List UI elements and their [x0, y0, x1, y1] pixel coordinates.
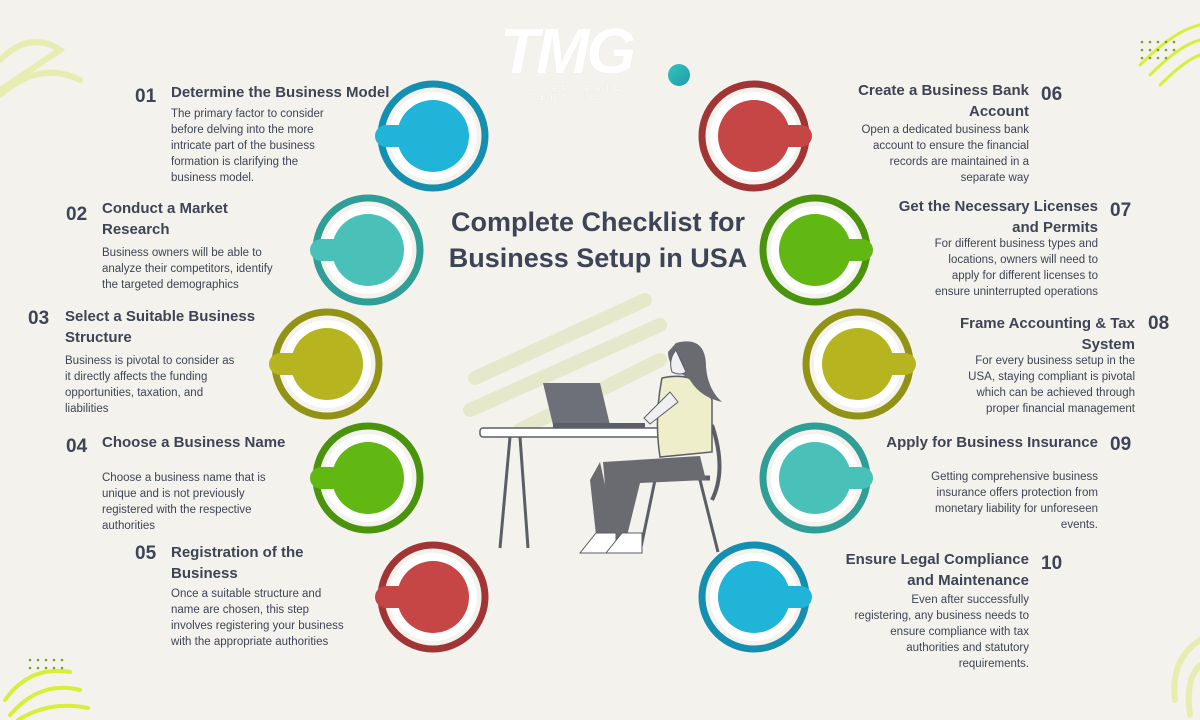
logo-wordmark: TMG	[500, 15, 636, 87]
step-marker-03	[269, 308, 383, 420]
step-number-06: 06	[1041, 84, 1063, 105]
title-line-2: Business Setup in USA	[448, 243, 748, 273]
title-line-1: Complete Checklist for	[450, 207, 746, 237]
step-marker-08	[802, 308, 916, 420]
step-marker-04	[310, 422, 424, 534]
step-marker-01	[375, 80, 489, 192]
step-number-04: 04	[66, 436, 88, 457]
step-number-09: 09	[1110, 434, 1132, 455]
step-marker-09	[759, 422, 873, 534]
globe-icon	[668, 64, 690, 86]
step-number-07: 07	[1110, 200, 1132, 221]
step-title-04: Choose a Business Name	[102, 434, 286, 451]
step-number-03: 03	[28, 308, 50, 329]
step-marker-02	[310, 194, 424, 306]
step-number-01: 01	[135, 86, 157, 107]
step-number-08: 08	[1148, 313, 1170, 334]
step-marker-07	[759, 194, 873, 306]
step-title-01: Determine the Business Model	[171, 84, 390, 101]
step-marker-05	[375, 541, 489, 653]
step-number-02: 02	[66, 204, 88, 225]
logo-tagline: CORPORATE SERVICES	[530, 84, 626, 102]
infographic-title: Complete Checklist for Business Setup in…	[438, 204, 758, 276]
step-number-10: 10	[1041, 553, 1063, 574]
step-marker-10	[698, 541, 812, 653]
step-number-05: 05	[135, 543, 157, 564]
company-logo: TMG CORPORATE SERVICES	[500, 14, 700, 104]
step-marker-06	[698, 80, 812, 192]
step-title-09: Apply for Business Insurance	[886, 434, 1098, 451]
